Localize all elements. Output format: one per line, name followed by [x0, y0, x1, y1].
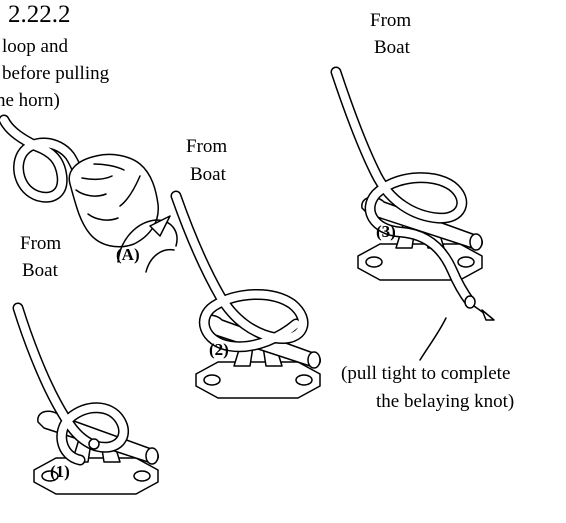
cleat-step-1	[18, 308, 158, 494]
cleat-icon	[34, 411, 158, 494]
figure-number: 2.22.2	[8, 1, 71, 28]
cleat-step-2	[176, 196, 320, 398]
pull-leader-line	[420, 318, 446, 360]
hand-icon	[69, 154, 158, 246]
from-boat-label-2: From Boat	[186, 136, 232, 185]
from-boat-label-3: From Boat	[370, 10, 416, 58]
cleat-step-3	[336, 72, 482, 308]
loop-instruction: loop and before pulling he horn)	[0, 36, 114, 111]
pull-arrow-icon	[474, 306, 494, 320]
from-boat-label-1: From Boat	[20, 233, 66, 281]
step-1-label: (1)	[50, 462, 70, 481]
step-3-label: (3)	[376, 222, 396, 241]
step-a-label: (A)	[116, 245, 140, 264]
instruction-line-2: before pulling	[2, 63, 110, 84]
instruction-line-3: he horn)	[0, 90, 60, 111]
pull-tight-caption: (pull tight to complete the belaying kno…	[341, 363, 515, 412]
instruction-line-1: loop and	[2, 36, 68, 57]
step-2-label: (2)	[209, 340, 229, 359]
